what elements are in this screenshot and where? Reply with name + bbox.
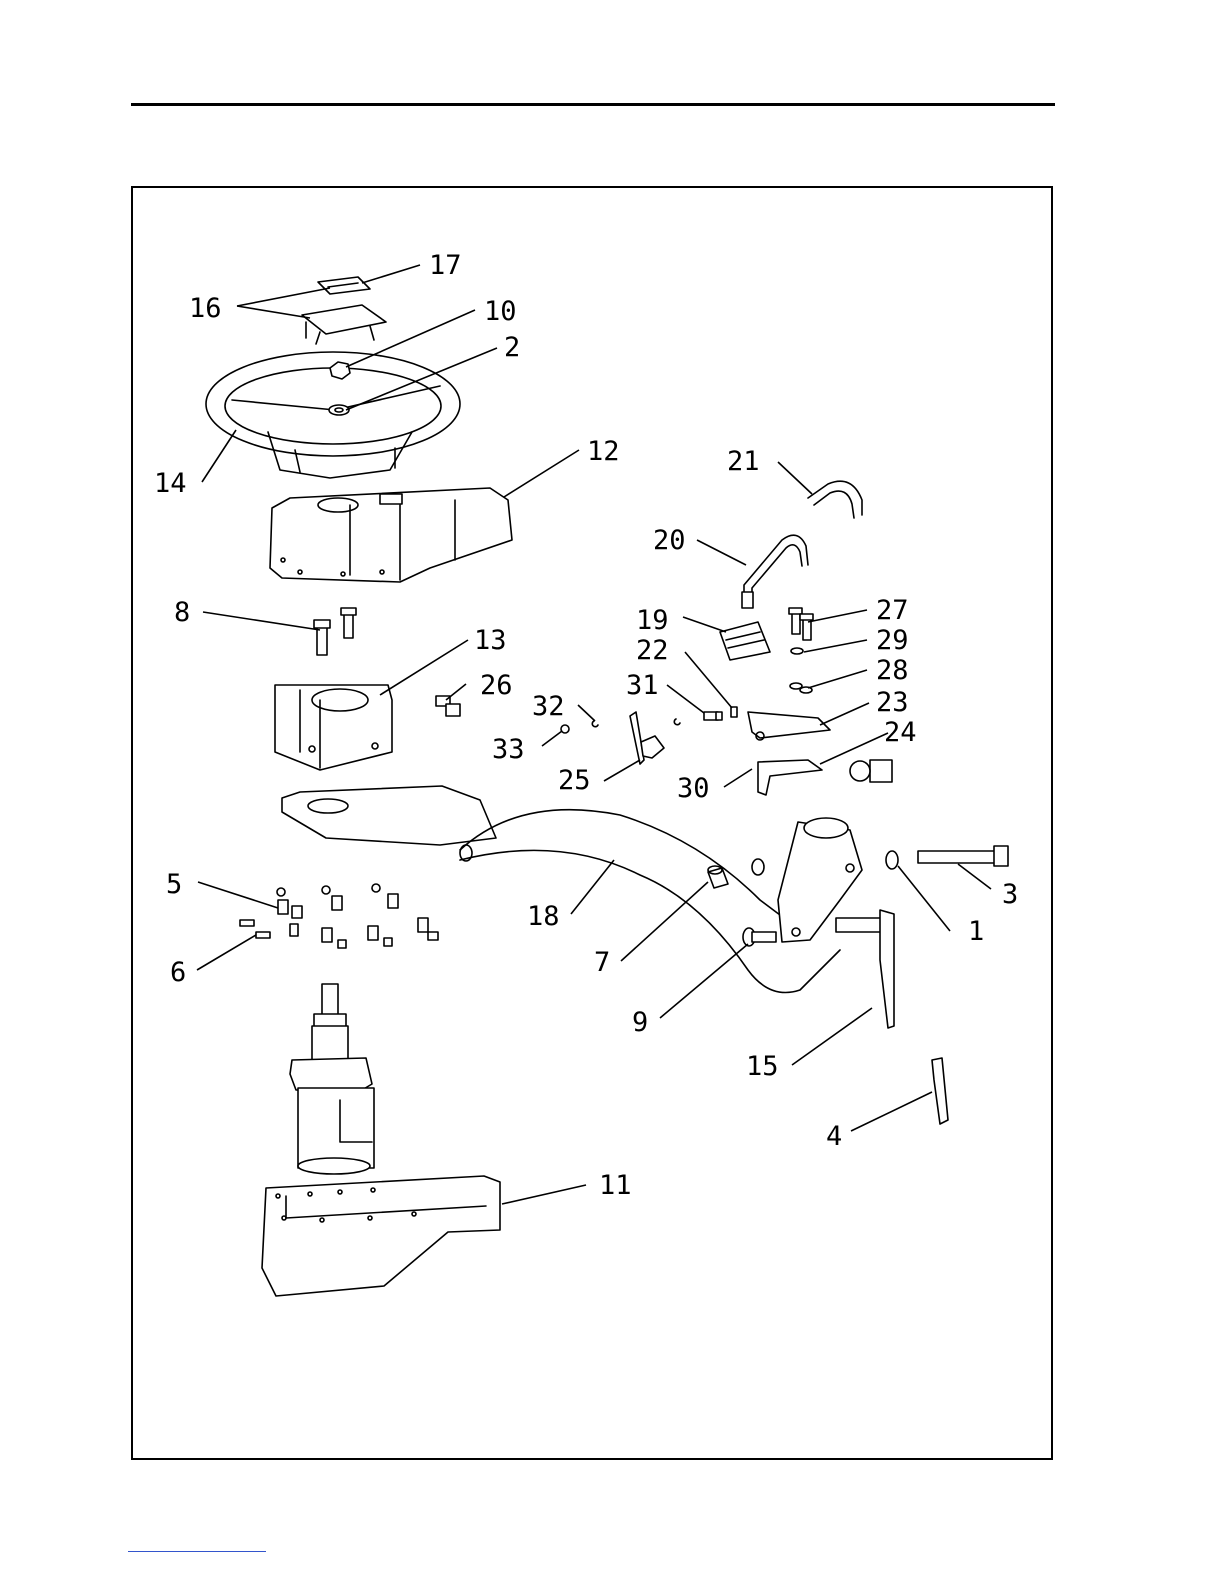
callout-7: 7 (594, 947, 610, 978)
part-12-dash-cover (270, 488, 512, 582)
callout-8: 8 (174, 597, 190, 628)
callout-30: 30 (677, 773, 710, 804)
callout-22: 22 (636, 635, 669, 666)
callout-14: 14 (154, 468, 187, 499)
callout-21: 21 (727, 446, 760, 477)
callout-26: 26 (480, 670, 513, 701)
callout-5: 5 (166, 869, 182, 900)
callout-2: 2 (504, 332, 520, 363)
part-29-washer (791, 648, 803, 654)
callout-24: 24 (884, 717, 917, 748)
part-8-bolts (314, 608, 356, 655)
part-32-clip (592, 721, 598, 727)
callout-33: 33 (492, 734, 525, 765)
part-17-emblem (318, 277, 370, 294)
callout-4: 4 (826, 1121, 842, 1152)
part-6-screws (240, 920, 438, 948)
callout-10: 10 (484, 296, 517, 327)
callout-12: 12 (587, 436, 620, 467)
part-19-boot (720, 622, 770, 660)
callout-17: 17 (429, 250, 462, 281)
callout-23: 23 (876, 687, 909, 718)
part-25-bracket (630, 712, 664, 764)
part-16-center-cap (302, 305, 386, 344)
part-18-steering-frame (282, 786, 840, 993)
switch-body (850, 760, 892, 782)
part-13-steering-bracket (275, 685, 392, 770)
callout-19: 19 (636, 605, 669, 636)
callout-15: 15 (746, 1051, 779, 1082)
part-23-plate (748, 712, 830, 740)
callout-9: 9 (632, 1007, 648, 1038)
callout-6: 6 (170, 957, 186, 988)
callout-11: 11 (599, 1170, 632, 1201)
callout-3: 3 (1002, 879, 1018, 910)
part-31-bolt (704, 712, 722, 720)
callout-32: 32 (532, 691, 565, 722)
steering-gear-unit (290, 984, 374, 1174)
callout-31: 31 (626, 670, 659, 701)
callout-27: 27 (876, 595, 909, 626)
part-3-pin (918, 846, 1008, 866)
washer-near-bracket (752, 859, 764, 875)
part-4-pedal-pad (932, 1058, 948, 1124)
callout-13: 13 (474, 625, 507, 656)
callout-28: 28 (876, 655, 909, 686)
part-20-lever (742, 535, 808, 608)
part-32b-clip (674, 719, 680, 725)
part-15-pedal-arm (836, 910, 894, 1028)
part-24-bracket (758, 760, 822, 795)
part-11-lower-bracket (262, 1176, 500, 1296)
part-5-clips (277, 884, 428, 942)
callout-25: 25 (558, 765, 591, 796)
callout-20: 20 (653, 525, 686, 556)
part-22-pin (731, 707, 737, 717)
callout-18: 18 (527, 901, 560, 932)
callout-16: 16 (189, 293, 222, 324)
callout-1: 1 (968, 916, 984, 947)
part-21-knob (808, 481, 862, 518)
part-27-bolts (789, 608, 813, 640)
callout-29: 29 (876, 625, 909, 656)
part-1-washer (886, 851, 898, 869)
part-9-bolt (743, 928, 776, 946)
